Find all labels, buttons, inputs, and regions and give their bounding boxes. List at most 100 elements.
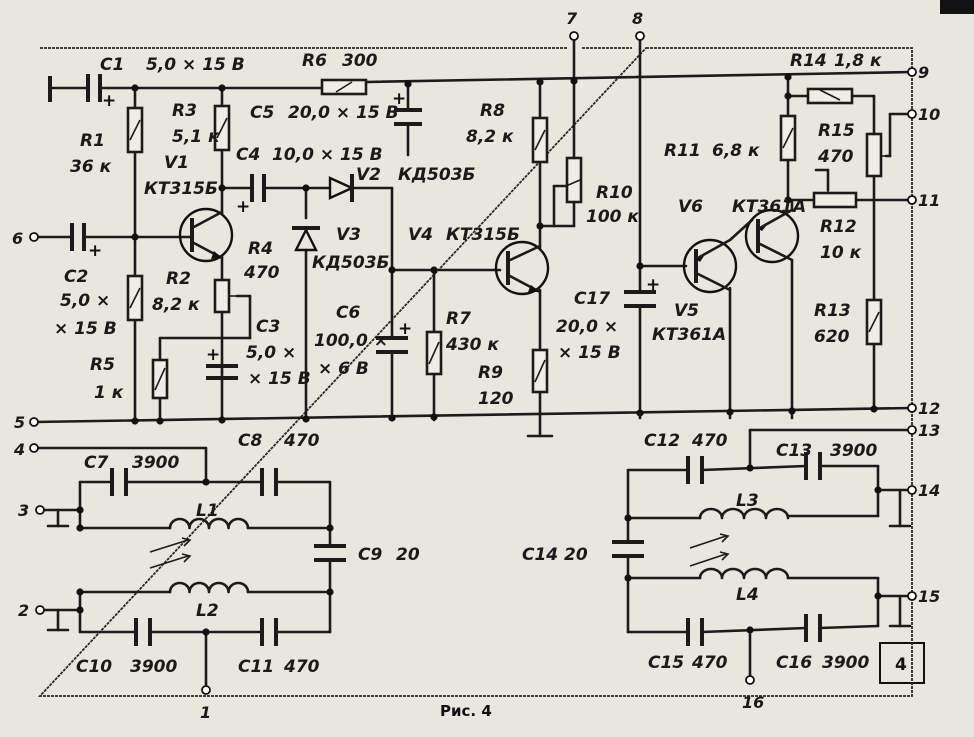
terminal-label-11: 11: [918, 191, 940, 210]
label-v2-value: КД503Б: [398, 165, 476, 185]
capacitor-c11: [260, 618, 278, 646]
capacitor-c16: [804, 614, 822, 642]
resistor-r8: [531, 116, 549, 164]
terminal-label-13: 13: [918, 421, 940, 440]
resistor-r1: [126, 106, 144, 154]
label-r15-value: 470: [817, 147, 854, 167]
frame: 4: [37, 0, 974, 697]
label-r8-ref: R8: [480, 101, 505, 121]
label-c14-value: 20: [564, 545, 588, 565]
terminal-label-2: 2: [18, 601, 29, 620]
capacitor-c3: [206, 364, 238, 380]
label-c10-value: 3900: [130, 657, 177, 677]
label-r6-value: 300: [342, 51, 378, 71]
label-c8-value: 470: [283, 431, 320, 451]
label-c8-ref: C8: [238, 431, 262, 451]
terminal-labels: 1 2 3 4 5 6 7 8 9 10 11 12 13 14 15 16: [12, 9, 940, 722]
label-c16-ref: C16: [776, 653, 812, 673]
resistor-r2: [126, 274, 144, 322]
tuning-arrows-left: [149, 537, 192, 569]
transistor-v1: [178, 207, 234, 263]
polarity-marks: + + + + + + +: [88, 89, 660, 365]
resistor-r15: [865, 132, 886, 178]
label-l2-ref: L2: [196, 601, 219, 621]
terminal-label-10: 10: [918, 105, 940, 124]
label-r13-ref: R13: [814, 301, 851, 321]
label-c12-value: 470: [691, 431, 728, 451]
resistor-r12: [812, 190, 858, 209]
terminal-label-5: 5: [14, 413, 25, 432]
label-c16-value: 3900: [822, 653, 869, 673]
label-r8-value: 8,2 к: [466, 127, 514, 147]
capacitor-c12: [686, 456, 704, 484]
label-v3-value: КД503Б: [312, 253, 390, 273]
polarity-c5: +: [392, 89, 406, 109]
resistors: [126, 78, 886, 400]
resistor-r4: [213, 278, 237, 314]
terminal-label-14: 14: [918, 481, 940, 500]
label-v6-ref: V6: [678, 197, 703, 217]
terminal-label-7: 7: [566, 9, 578, 28]
label-c2-value-2: × 15 В: [54, 319, 117, 339]
resistor-r9: [531, 348, 549, 394]
label-r3-value: 5,1 к: [172, 127, 220, 147]
terminal-label-15: 15: [918, 587, 940, 606]
inductor-l1: [168, 517, 250, 530]
label-v5-ref: V5: [674, 301, 699, 321]
label-c15-ref: C15: [648, 653, 684, 673]
label-c1-value: 5,0 × 15 В: [146, 55, 245, 75]
label-c1-ref: C1: [100, 55, 124, 75]
transistor-v4: [494, 240, 550, 296]
diode-v2: [328, 174, 355, 202]
label-r7-ref: R7: [446, 309, 471, 329]
polarity-c17: +: [646, 275, 660, 295]
label-c13-value: 3900: [830, 441, 877, 461]
diode-v3: [292, 226, 320, 252]
capacitor-c8: [260, 468, 278, 496]
label-c15-value: 470: [691, 653, 728, 673]
terminal-label-8: 8: [632, 9, 643, 28]
label-c11-value: 470: [283, 657, 320, 677]
label-r12-ref: R12: [820, 217, 857, 237]
transistor-v5: [682, 238, 738, 294]
label-r14-ref: R14: [790, 51, 827, 71]
capacitor-c17: [624, 290, 656, 308]
label-c4-value: 10,0 × 15 В: [272, 145, 383, 165]
label-c3-ref: C3: [256, 317, 280, 337]
label-r10-ref: R10: [596, 183, 633, 203]
terminal-label-9: 9: [918, 63, 929, 82]
label-c11-ref: C11: [238, 657, 274, 677]
label-c4-ref: C4: [236, 145, 260, 165]
transistors: [178, 207, 800, 296]
capacitor-c4: [250, 174, 266, 202]
label-r2-ref: R2: [166, 269, 191, 289]
label-c6-value-1: 100,0 ×: [314, 331, 388, 351]
label-c17-value-1: 20,0 ×: [556, 317, 618, 337]
label-c6-value-2: × 6 В: [318, 359, 369, 379]
terminal-label-6: 6: [12, 229, 23, 248]
label-c7-ref: C7: [84, 453, 108, 473]
label-c2-value-1: 5,0 ×: [60, 291, 110, 311]
polarity-c4: +: [236, 197, 250, 217]
label-r3-ref: R3: [172, 101, 197, 121]
capacitors: [70, 74, 822, 646]
terminal-label-4: 4: [13, 440, 25, 459]
wires-amplifier: [32, 38, 914, 438]
capacitor-c6: [376, 336, 408, 354]
label-c12-ref: C12: [644, 431, 680, 451]
wires-filters: [32, 428, 914, 692]
label-r12-value: 10 к: [820, 243, 862, 263]
label-r6-ref: R6: [302, 51, 327, 71]
label-c17-value-2: × 15 В: [558, 343, 621, 363]
label-c13-ref: C13: [776, 441, 812, 461]
label-c6-ref: C6: [336, 303, 360, 323]
resistor-r10: [565, 156, 583, 204]
label-c2-ref: C2: [64, 267, 88, 287]
label-v1-value: КТ315Б: [144, 179, 218, 199]
capacitor-c14: [612, 540, 644, 558]
label-c5-value: 20,0 × 15 В: [288, 103, 399, 123]
label-r13-value: 620: [814, 327, 850, 347]
label-r10-value: 100 к: [586, 207, 639, 227]
label-r1-value: 36 к: [70, 157, 112, 177]
